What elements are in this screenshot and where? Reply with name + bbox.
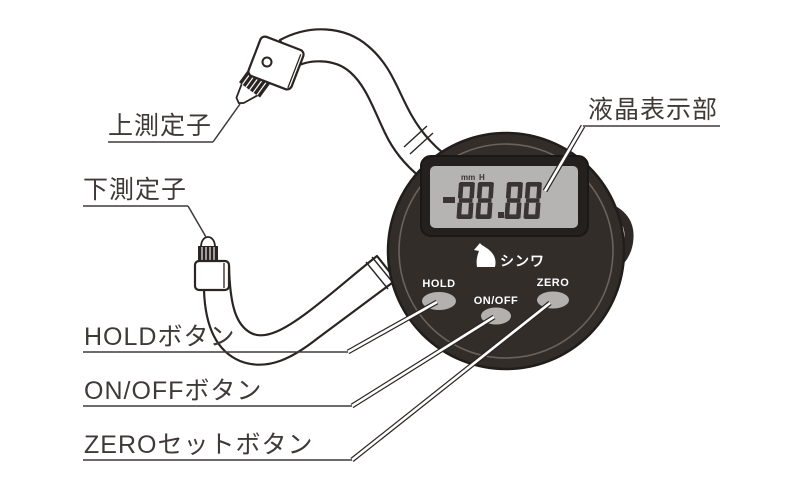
lower-spindle-knurl [198, 246, 218, 262]
leader-onoff [350, 314, 496, 409]
lcd-minus-sign [443, 197, 455, 203]
lcd-decimal-point [498, 212, 504, 218]
callout-hold: HOLDボタン [83, 323, 348, 353]
leader-lower-spindle [187, 205, 207, 238]
upper-spindle [235, 35, 305, 104]
callout-upper-spindle: 上測定子 [108, 112, 213, 143]
upper-arm-collar-lines [403, 125, 434, 155]
upper-arm-tube [278, 28, 445, 179]
callout-zero: ZEROセットボタン [83, 431, 352, 461]
zero-button: ZERO [537, 277, 570, 309]
callout-lower-spindle: 下測定子 [83, 176, 188, 207]
lcd-unit-flag: mm [461, 173, 475, 182]
brand-name: シンワ [500, 253, 545, 269]
lower-clamp-block [193, 259, 231, 292]
zero-button-key [537, 291, 569, 309]
rim-ring [398, 143, 614, 359]
lcd-digits [443, 182, 542, 219]
label-lower-spindle: 下測定子 [83, 176, 187, 204]
leader-hold [346, 299, 439, 355]
lcd-hold-flag: H [479, 173, 485, 182]
callout-lcd: 液晶表示部 [583, 96, 720, 127]
label-lcd: 液晶表示部 [588, 96, 718, 124]
lower-spindle-tip [200, 236, 216, 248]
callout-onoff: ON/OFFボタン [83, 377, 352, 407]
label-onoff-button: ON/OFFボタン [84, 377, 262, 405]
brand-logo: シンワ [474, 243, 545, 269]
label-zero-button: ZEROセットボタン [84, 431, 313, 459]
leader-lcd [542, 124, 586, 193]
upper-clamp-block [247, 35, 305, 91]
leader-upper-spindle [212, 103, 241, 143]
lcd-display: mm H [420, 155, 589, 237]
shinwa-penguin-icon [474, 243, 496, 267]
label-upper-spindle: 上測定子 [108, 112, 212, 140]
onoff-button-label: ON/OFF [474, 295, 519, 307]
label-hold-button: HOLDボタン [84, 323, 235, 351]
lower-spindle [193, 236, 231, 292]
upper-clamp-hole [261, 56, 273, 68]
leader-zero [350, 301, 552, 462]
lcd-screen [430, 166, 578, 228]
hold-button-label: HOLD [422, 278, 455, 290]
zero-button-label: ZERO [537, 277, 570, 289]
